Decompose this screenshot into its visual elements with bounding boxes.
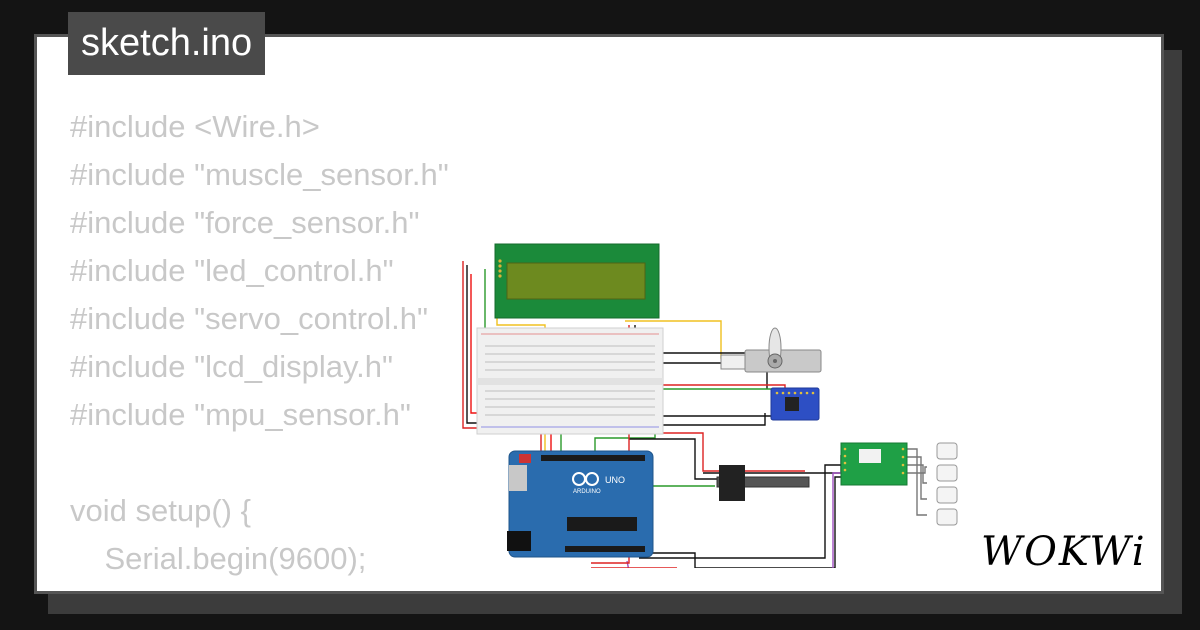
load-cell-icon xyxy=(936,442,958,526)
code-line: #include "force_sensor.h" xyxy=(70,205,420,240)
wokwi-logo-text: WOKWi xyxy=(981,531,1147,575)
breadboard-icon xyxy=(476,327,664,435)
arduino-model-label: UNO xyxy=(605,475,625,485)
mpu-sensor-icon xyxy=(770,387,820,421)
code-line: #include "mpu_sensor.h" xyxy=(70,397,411,432)
code-line: #include "led_control.h" xyxy=(70,253,394,288)
circuit-diagram: ARDUINO UNO xyxy=(462,243,958,568)
slide-potentiometer-icon xyxy=(716,465,810,501)
servo-motor-icon xyxy=(720,327,822,373)
file-name-tab[interactable]: sketch.ino xyxy=(68,12,266,75)
code-line xyxy=(70,439,449,487)
code-line: #include "servo_control.h" xyxy=(70,301,429,336)
code-line: #include <Wire.h> xyxy=(70,109,320,144)
arduino-uno-icon: ARDUINO UNO xyxy=(507,450,654,558)
code-line: Serial.begin(9600); xyxy=(70,541,367,576)
code-line: #include "muscle_sensor.h" xyxy=(70,157,449,192)
load-cell-amplifier-icon xyxy=(840,442,908,486)
project-preview-card: #include <Wire.h> #include "muscle_senso… xyxy=(34,34,1164,594)
code-line: #include "lcd_display.h" xyxy=(70,349,394,384)
wokwi-logo-icon: WOKWi xyxy=(981,531,1147,575)
code-line: void setup() { xyxy=(70,493,251,528)
code-preview: #include <Wire.h> #include "muscle_senso… xyxy=(70,103,449,583)
lcd-display-icon xyxy=(494,243,660,319)
arduino-brand-label: ARDUINO xyxy=(573,489,601,495)
